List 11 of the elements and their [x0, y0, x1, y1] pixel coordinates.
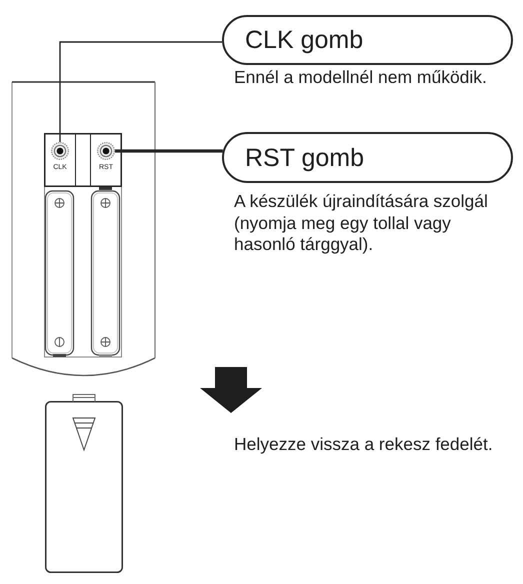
leader-line [59, 41, 222, 142]
callout-bubble [222, 132, 513, 183]
callout-bubble [222, 15, 513, 65]
callout-title: CLK gomb [245, 26, 364, 54]
callout-title: RST gomb [245, 144, 364, 172]
instruction-text: Helyezze vissza a rekesz fedelét. [234, 434, 494, 456]
leader-line [115, 149, 223, 153]
callout-description: Ennél a modellnél nem működik. [234, 67, 488, 88]
push-button-icon [51, 142, 69, 160]
push-button-icon [97, 142, 115, 160]
callout-description: A készülék újraindítására szolgál (nyomja meg egy tollal vagy hasonló tárggyal). [234, 191, 489, 256]
